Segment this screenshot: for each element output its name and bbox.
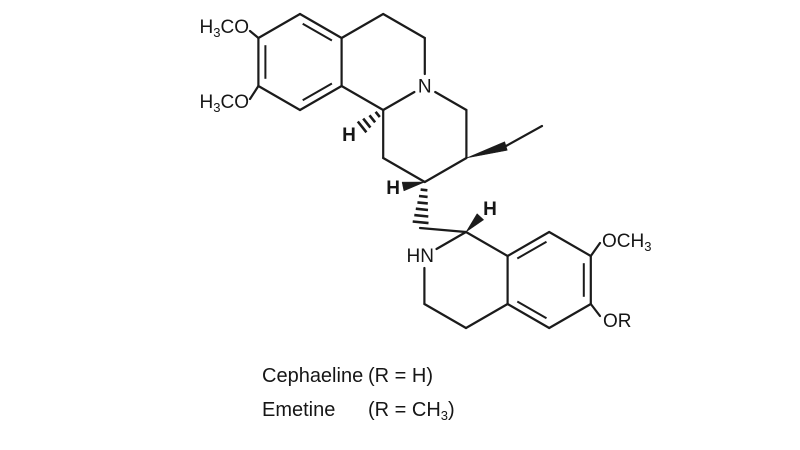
ring-d <box>423 230 509 330</box>
linker-bond <box>418 226 468 234</box>
och3-label: OCH3 <box>602 231 651 254</box>
och3-bond <box>589 241 602 258</box>
caption-line2-name: Emetine <box>262 399 335 421</box>
ring-b <box>340 12 426 112</box>
or-bond <box>589 302 602 318</box>
stereo-wedge-c2-h <box>401 181 425 192</box>
methoxy-bottom-bond <box>248 84 260 101</box>
ring-e-aromatic <box>506 230 592 330</box>
stereo-h-c11b-label: H <box>342 125 356 146</box>
caption-line1-formula: (R = H) <box>368 365 433 387</box>
ethyl-group <box>466 124 544 159</box>
methoxy-top-label: H3CO <box>200 17 249 40</box>
caption: Cephaeline (R = H) Emetine (R = CH3) <box>262 365 455 423</box>
ring-c <box>382 90 468 184</box>
or-label: OR <box>603 311 632 332</box>
nh-label: HN <box>407 246 434 267</box>
caption-line1-name: Cephaeline <box>262 365 363 387</box>
caption-line2-formula: (R = CH3) <box>368 399 455 423</box>
stereo-hash-c11b <box>356 110 381 134</box>
stereo-wedge-c1p-h <box>465 213 485 233</box>
nitrogen-label: N <box>418 77 432 98</box>
stereo-h-c2-label: H <box>386 178 400 199</box>
methoxy-top-bond <box>248 29 260 40</box>
stereo-h-c1p-label: H <box>483 199 497 220</box>
hashed-wedge-c2-linker <box>412 188 429 225</box>
methoxy-bottom-label: H3CO <box>200 92 249 115</box>
ring-a-aromatic <box>257 12 343 112</box>
